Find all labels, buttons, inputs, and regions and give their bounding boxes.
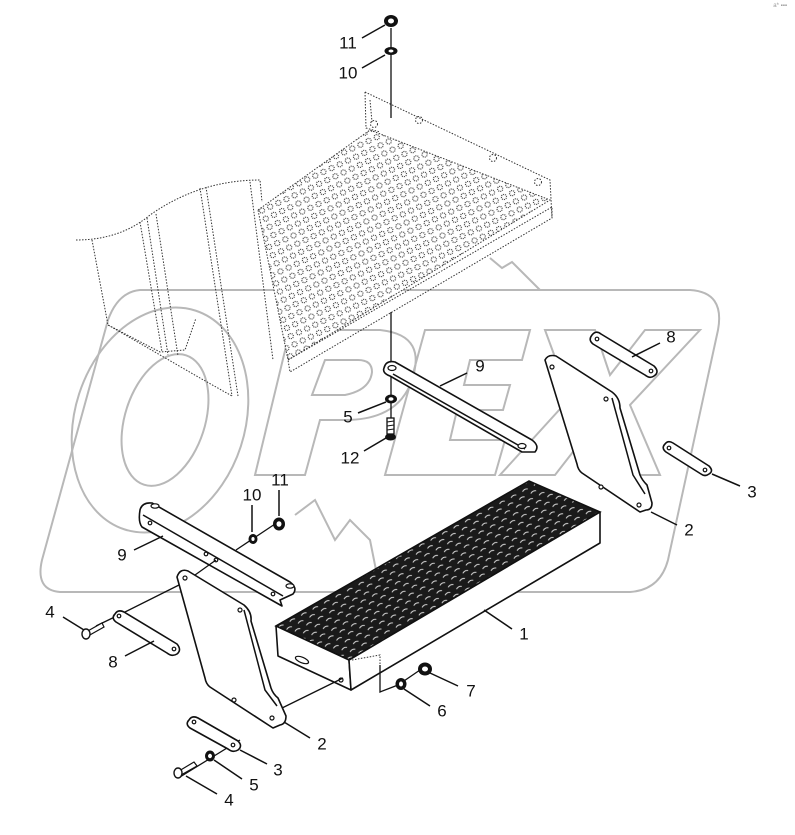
watermark-letter-o-inner <box>120 353 210 487</box>
nut-11-top <box>384 15 398 27</box>
callout-4-lower: 4 <box>224 790 234 810</box>
callout-8-upper: 8 <box>666 327 676 347</box>
callout-3-left: 3 <box>273 760 283 780</box>
washer-5-lower <box>205 750 215 762</box>
installed-tread-surface <box>257 129 552 361</box>
callout-8-left: 8 <box>108 652 118 672</box>
washer-10-left <box>248 534 258 544</box>
machine-body-outline <box>75 179 263 241</box>
watermark-letter-x <box>497 329 703 476</box>
watermark-opex <box>39 257 721 593</box>
callout-4-left: 4 <box>45 602 55 622</box>
callout-11-top: 11 <box>339 33 357 53</box>
leader-lines <box>62 24 741 795</box>
bolt-12 <box>385 417 396 441</box>
callout-5-lower: 5 <box>249 775 259 795</box>
callout-11-left: 11 <box>271 470 289 490</box>
callout-12: 12 <box>340 448 360 468</box>
step-tread-1 <box>274 480 602 693</box>
callout-6: 6 <box>437 701 447 721</box>
side-plate-2-right <box>544 354 653 513</box>
callout-2-right: 2 <box>684 520 694 540</box>
callout-7: 7 <box>466 681 476 701</box>
callout-2-left: 2 <box>317 734 327 754</box>
callout-9-left: 9 <box>117 545 127 565</box>
callout-3-right: 3 <box>747 482 757 502</box>
bracket-9-left <box>138 502 296 607</box>
callout-9-upper: 9 <box>475 356 485 376</box>
callout-10-top: 10 <box>338 63 358 83</box>
callout-10-left: 10 <box>242 485 262 505</box>
washer-5-upper <box>385 394 397 404</box>
bolt-4-left <box>81 622 105 640</box>
side-plate-2-left <box>176 569 287 729</box>
watermark-gear-edge-upper <box>489 257 541 291</box>
strap-8-right <box>589 331 658 379</box>
callout-1: 1 <box>519 624 529 644</box>
bolt-4-lower <box>173 761 198 779</box>
watermark-letter-e <box>383 329 532 476</box>
callout-5-upper: 5 <box>343 407 353 427</box>
strap-3-lower <box>186 716 242 753</box>
nut-7 <box>418 662 432 676</box>
watermark-gear-edge <box>294 498 379 581</box>
bracket-9-upper <box>382 360 538 453</box>
installed-step-assembly <box>75 91 553 397</box>
strap-8-left <box>112 610 181 657</box>
corner-mark: a* ▪▪▪ <box>773 3 787 9</box>
nut-11-left <box>273 517 285 531</box>
watermark-letter-o-outer <box>70 306 250 534</box>
washer-6 <box>395 678 407 690</box>
strap-3-right <box>662 440 713 477</box>
watermark-frame <box>39 289 721 593</box>
washer-10-top <box>384 47 398 55</box>
